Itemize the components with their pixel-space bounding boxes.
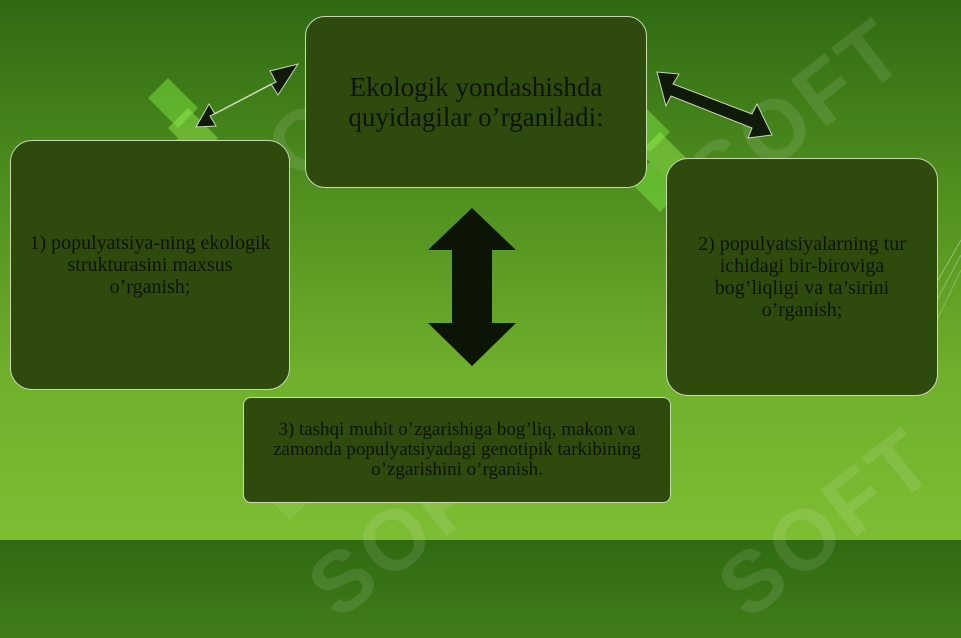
double-arrow-left-icon	[195, 63, 300, 128]
item-3-box: 3) tashqi muhit o’zgarishiga bog’liq, ma…	[243, 397, 671, 503]
center-title-text: Ekologik yondashishda quyidagilar o’rgan…	[348, 72, 604, 132]
item-1-text: 1) populyatsiya-ning ekologik strukturas…	[29, 232, 271, 298]
double-arrow-vertical-icon	[428, 208, 516, 366]
connector-arrows	[195, 63, 773, 366]
item-2-box: 2) populyatsiyalarning tur ichidagi bir-…	[666, 158, 938, 396]
double-arrow-right-icon	[656, 71, 773, 139]
center-title-box: Ekologik yondashishda quyidagilar o’rgan…	[305, 16, 647, 188]
item-1-box: 1) populyatsiya-ning ekologik strukturas…	[10, 140, 290, 390]
item-3-text: 3) tashqi muhit o’zgarishiga bog’liq, ma…	[273, 419, 641, 480]
item-2-text: 2) populyatsiyalarning tur ichidagi bir-…	[698, 233, 906, 321]
